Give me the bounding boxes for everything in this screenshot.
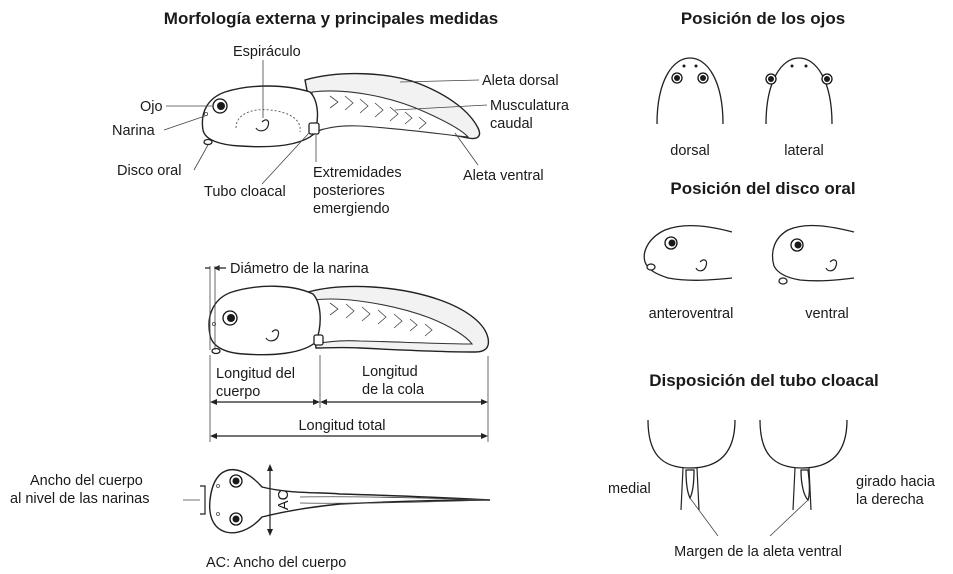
label-ventral: ventral [805,306,849,322]
label-longitud-cola-1: Longitud [362,364,418,380]
label-aleta-dorsal: Aleta dorsal [482,73,559,89]
label-medial: medial [608,481,651,497]
label-tubo-cloacal: Tubo cloacal [204,184,286,200]
label-ac: AC [276,490,292,510]
label-ojo: Ojo [140,99,163,115]
tadpole-measurements-figure [209,286,488,354]
label-espiraculo: Espiráculo [233,44,301,60]
dorsal-measurements: Ancho del cuerpo al nivel de las narinas… [10,464,346,571]
label-extremidades-1: Extremidades [313,165,402,181]
label-longitud-cola-2: de la cola [362,382,425,398]
label-ancho-narinas-1: Ancho del cuerpo [30,473,143,489]
label-anteroventral: anteroventral [649,306,734,322]
oral-disc [204,140,212,145]
title-eyes: Posición de los ojos [681,9,845,28]
body [202,86,317,147]
label-girado-2: la derecha [856,492,925,508]
label-musculatura-1: Musculatura [490,98,570,114]
label-ac-caption: AC: Ancho del cuerpo [206,555,346,571]
label-longitud-total: Longitud total [298,418,385,434]
label-extremidades-2: posteriores [313,183,385,199]
label-longitud-cuerpo-2: cuerpo [216,384,260,400]
label-dorsal: dorsal [670,143,710,159]
label-diametro-narina: Diámetro de la narina [230,261,370,277]
title-oral-disc: Posición del disco oral [670,179,855,198]
title-cloacal-tube: Disposición del tubo cloacal [649,371,879,390]
label-narina: Narina [112,123,156,139]
eyes-position-section: dorsal lateral [657,58,832,159]
label-musculatura-2: caudal [490,116,533,132]
tadpole-dorsal-figure [210,470,490,533]
label-ancho-narinas-2: al nivel de las narinas [10,491,149,507]
label-girado-1: girado hacia [856,474,936,490]
label-lateral: lateral [784,143,824,159]
oral-disc-section: anteroventral ventral [644,226,854,322]
title-morphology: Morfología externa y principales medidas [164,9,498,28]
label-aleta-ventral: Aleta ventral [463,168,544,184]
label-longitud-cuerpo-1: Longitud del [216,366,295,382]
label-extremidades-3: emergiendo [313,201,390,217]
label-disco-oral: Disco oral [117,163,181,179]
morphology-labels: Espiráculo Ojo Narina Disco oral Tubo cl… [112,44,570,217]
hind-limb-buds [309,123,319,134]
label-margen-aleta-ventral: Margen de la aleta ventral [674,544,842,560]
tadpole-lateral-figure [202,74,479,147]
cloacal-tube-section: medial girado hacia la derecha Margen de… [608,420,936,560]
